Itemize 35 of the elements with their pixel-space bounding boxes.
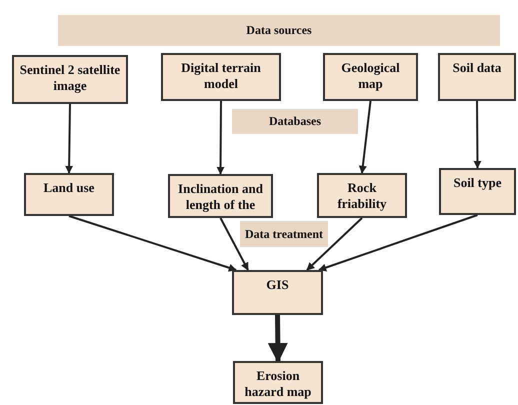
arrow bbox=[318, 214, 478, 272]
process-box bbox=[233, 361, 323, 404]
process-box bbox=[232, 270, 323, 315]
process-box bbox=[439, 168, 516, 215]
node-label: Soil data bbox=[452, 60, 502, 76]
stage-band bbox=[232, 109, 358, 134]
process-box bbox=[438, 53, 516, 101]
node-label: Databases bbox=[268, 114, 321, 129]
arrow bbox=[473, 101, 482, 169]
node-label: Sentinel 2 satellite image bbox=[18, 62, 122, 94]
process-box bbox=[168, 174, 273, 218]
arrow bbox=[306, 217, 363, 271]
process-box bbox=[12, 55, 128, 104]
stage-band bbox=[58, 15, 500, 46]
arrow bbox=[358, 100, 372, 174]
node-label: Land use bbox=[44, 180, 94, 196]
arrow bbox=[68, 215, 237, 272]
process-box bbox=[323, 53, 418, 101]
node-label: Data treatment bbox=[244, 226, 324, 242]
node-label: Digital terrain model bbox=[180, 60, 262, 92]
stage-band bbox=[240, 221, 328, 247]
arrow bbox=[216, 101, 225, 175]
node-label: Geological map bbox=[340, 60, 401, 92]
node-label: Data sources bbox=[246, 23, 312, 38]
process-box bbox=[317, 173, 407, 218]
node-label: Soil type bbox=[453, 175, 502, 192]
node-label: Inclination and length of the bbox=[177, 181, 264, 214]
arrow bbox=[65, 104, 74, 174]
process-box bbox=[161, 53, 281, 101]
node-label: Erosion hazard map bbox=[244, 368, 312, 400]
arrow bbox=[268, 314, 288, 363]
node-label: GIS bbox=[266, 277, 289, 294]
arrow bbox=[220, 218, 249, 271]
process-box bbox=[24, 173, 114, 216]
node-label: Rock friability bbox=[336, 180, 388, 212]
